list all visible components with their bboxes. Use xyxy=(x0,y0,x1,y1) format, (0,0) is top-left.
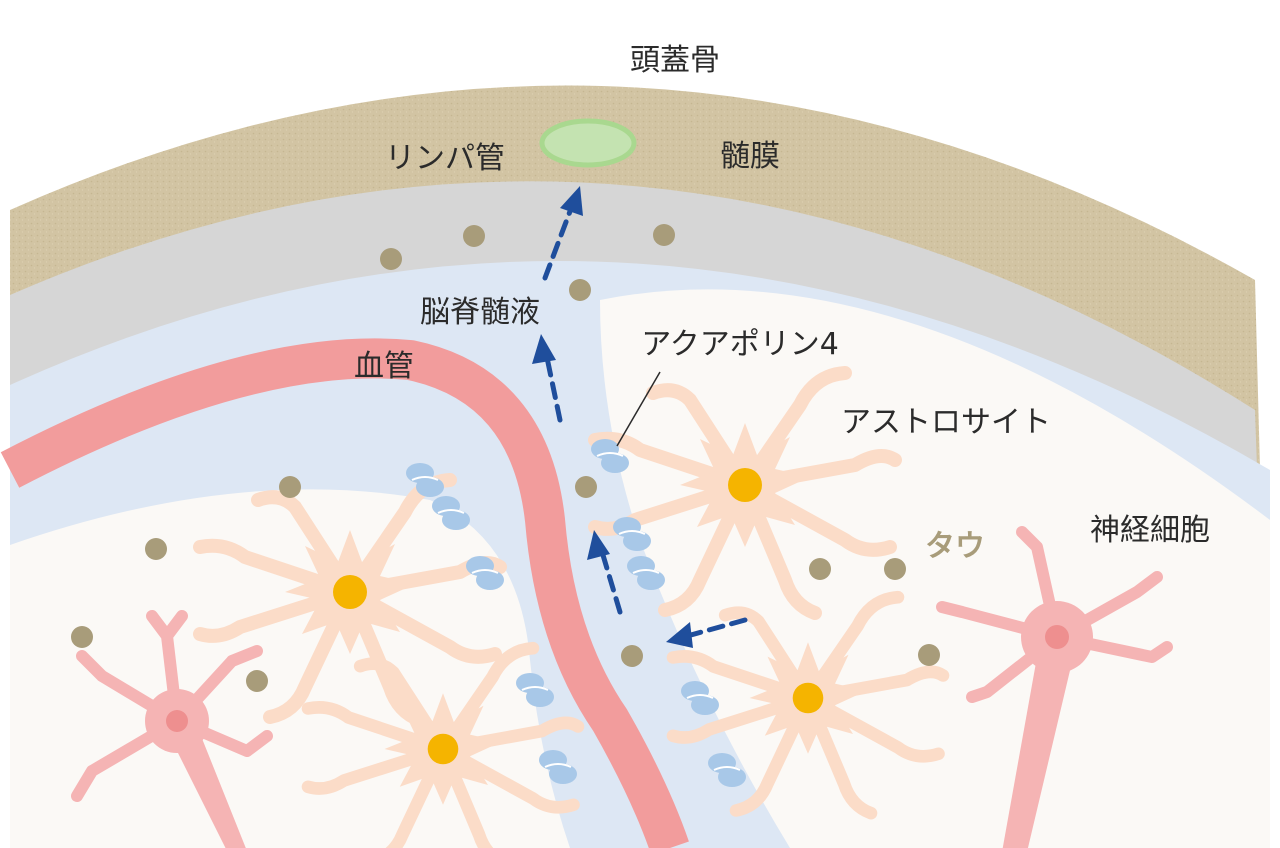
arrowhead xyxy=(532,334,556,364)
tau-dot xyxy=(575,476,597,498)
tau-dot xyxy=(246,670,268,692)
tau-dot xyxy=(621,645,643,667)
tau-dot xyxy=(653,224,675,246)
tau-dot xyxy=(918,644,940,666)
neuron-label: 神経細胞 xyxy=(1090,513,1210,548)
csf-label: 脳脊髄液 xyxy=(420,295,540,330)
blood-vessel xyxy=(0,338,689,848)
aquaporin-callout-line xyxy=(616,371,661,447)
meninges-label: 髄膜 xyxy=(720,139,780,174)
arrowhead xyxy=(666,622,693,648)
lymph-vessel-label: リンパ管 xyxy=(385,141,505,176)
arrowhead xyxy=(560,186,583,216)
lymph-vessel xyxy=(539,118,637,168)
tau-dot xyxy=(380,248,402,270)
tau-dot xyxy=(145,538,167,560)
skull-label: 頭蓋骨 xyxy=(630,43,720,78)
tau-dot xyxy=(71,626,93,648)
tau-dot xyxy=(279,476,301,498)
flow-arrow xyxy=(597,542,623,615)
aquaporin-label: アクアポリン4 xyxy=(641,327,839,362)
neuron xyxy=(936,526,1173,848)
blood-vessel-label: 血管 xyxy=(354,349,414,384)
arrowhead xyxy=(587,530,610,560)
tau-dot xyxy=(569,279,591,301)
astrocyte-label: アストロサイト xyxy=(841,405,1051,440)
neuron xyxy=(71,610,273,848)
tau-dot xyxy=(463,225,485,247)
tau-dot xyxy=(884,558,906,580)
tau-label: タウ xyxy=(925,529,985,564)
tau-dot xyxy=(809,558,831,580)
